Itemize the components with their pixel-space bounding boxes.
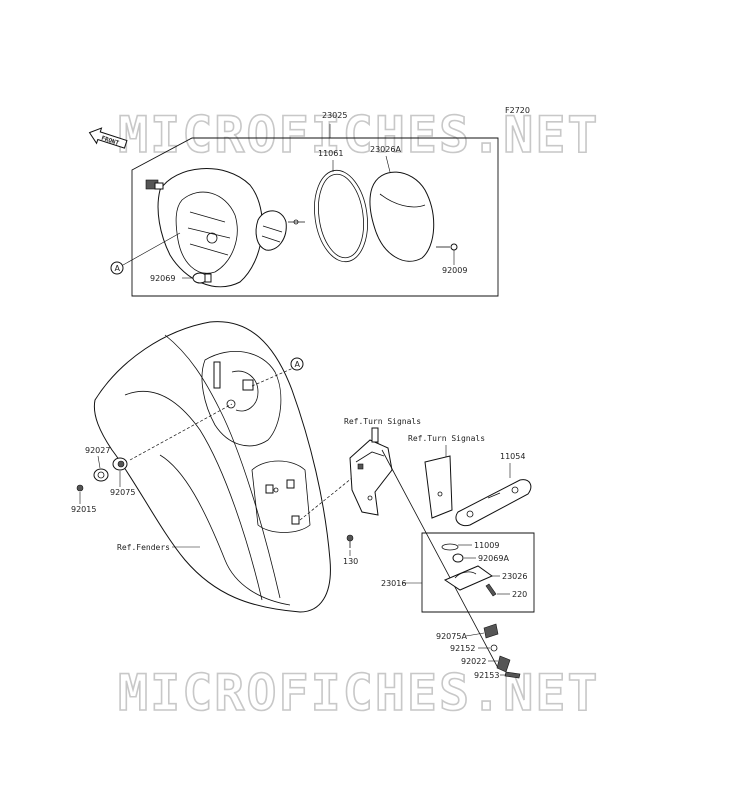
bracket-11054: 11054 (455, 452, 532, 527)
label-92153: 92153 (474, 671, 499, 680)
label-92069: 92069 (150, 274, 175, 283)
plate-bracket: Ref.Turn Signals (408, 434, 485, 519)
label-92075A: 92075A (436, 632, 467, 641)
svg-text:A: A (115, 264, 121, 273)
label-92015: 92015 (71, 505, 96, 514)
watermark-bottom: MICROFICHES.NET (118, 664, 600, 722)
bulb-92069: 92069 (150, 272, 212, 284)
label-23026A: 23026A (370, 145, 401, 154)
callout-a-fender: A (290, 357, 304, 371)
lamp-housing (145, 168, 263, 288)
label-130: 130 (343, 557, 358, 566)
assembly-box-23016 (421, 532, 535, 613)
bulb-socket (255, 210, 305, 251)
label-220: 220 (512, 590, 527, 599)
ref-turn-signals-2: Ref.Turn Signals (408, 434, 485, 443)
lens-23026A: 23026A (369, 145, 435, 262)
label-23026: 23026 (502, 572, 527, 581)
grommet-group: 92027 92075 92015 (71, 446, 135, 514)
label-92152: 92152 (450, 644, 475, 653)
turn-signal-bracket: Ref.Turn Signals 130 (343, 417, 421, 566)
tail-lamp-assembly: 23025 11061 23026A (110, 111, 499, 297)
gasket-11061: 11061 (314, 149, 368, 263)
label-11009: 11009 (474, 541, 499, 550)
label-92022: 92022 (461, 657, 486, 666)
label-23025: 23025 (322, 111, 347, 120)
label-92027: 92027 (85, 446, 110, 455)
label-11054: 11054 (500, 452, 525, 461)
screw-92009: 92009 (436, 243, 467, 275)
rear-fender (93, 321, 353, 613)
label-92069A: 92069A (478, 554, 509, 563)
license-lamp-assembly: 23016 11009 92069A 23026 220 (381, 449, 535, 669)
lower-fasteners: 92075A 92152 92022 92153 (436, 623, 521, 680)
label-23016: 23016 (381, 579, 406, 588)
svg-text:A: A (295, 360, 301, 369)
label-92009: 92009 (442, 266, 467, 275)
label-92075: 92075 (110, 488, 135, 497)
label-11061: 11061 (318, 149, 343, 158)
ref-turn-signals-1: Ref.Turn Signals (344, 417, 421, 426)
watermark-top: MICROFICHES.NET (118, 106, 600, 164)
callout-a-top: A (110, 232, 181, 275)
figure-code: F2720 (505, 106, 530, 115)
ref-fenders: Ref.Fenders (117, 543, 170, 552)
assembly-box-23025 (131, 137, 499, 297)
bolt-130: 130 (343, 534, 358, 566)
